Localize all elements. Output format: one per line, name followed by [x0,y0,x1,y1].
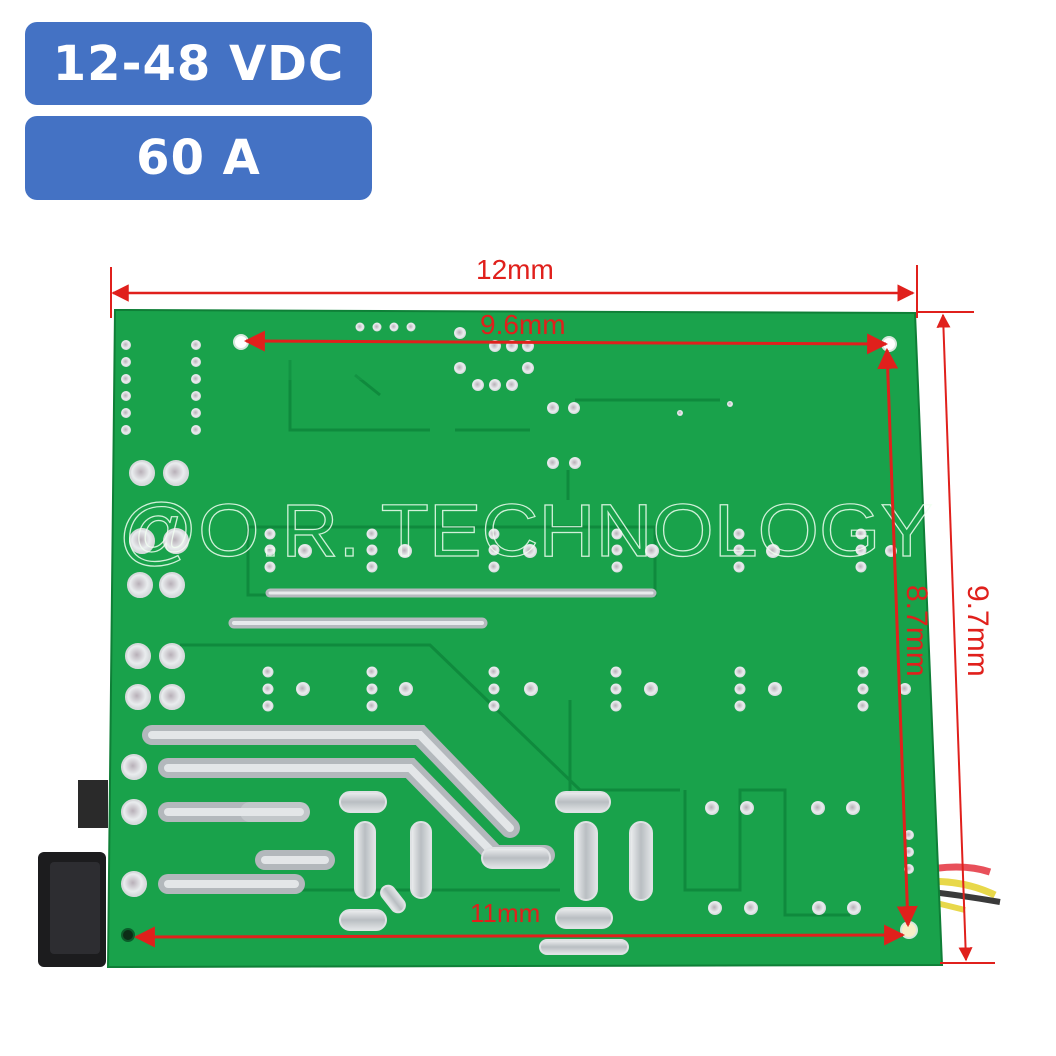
dim-label-vertical-holes: 8.7mm [900,585,933,677]
dim-label-height-outer: 9.7mm [961,585,994,677]
solder-bus-bars [142,588,657,894]
header-pins-left [121,340,201,435]
terminal-connector [38,780,108,967]
dim-label-hole-top: 9.6mm [480,309,566,340]
voltage-badge: 12-48 VDC [25,22,372,105]
mosfet-pads [262,528,911,712]
dim-label-width-outer: 12mm [476,254,554,285]
current-label: 60 A [136,130,261,186]
voltage-label: 12-48 VDC [52,35,345,92]
power-pads-left [121,460,189,897]
dim-label-hole-bottom: 11mm [470,898,540,928]
current-badge: 60 A [25,116,372,200]
dimension-annotations [110,265,995,964]
watermark: @O.R. TECHNOLOGY [118,489,933,572]
